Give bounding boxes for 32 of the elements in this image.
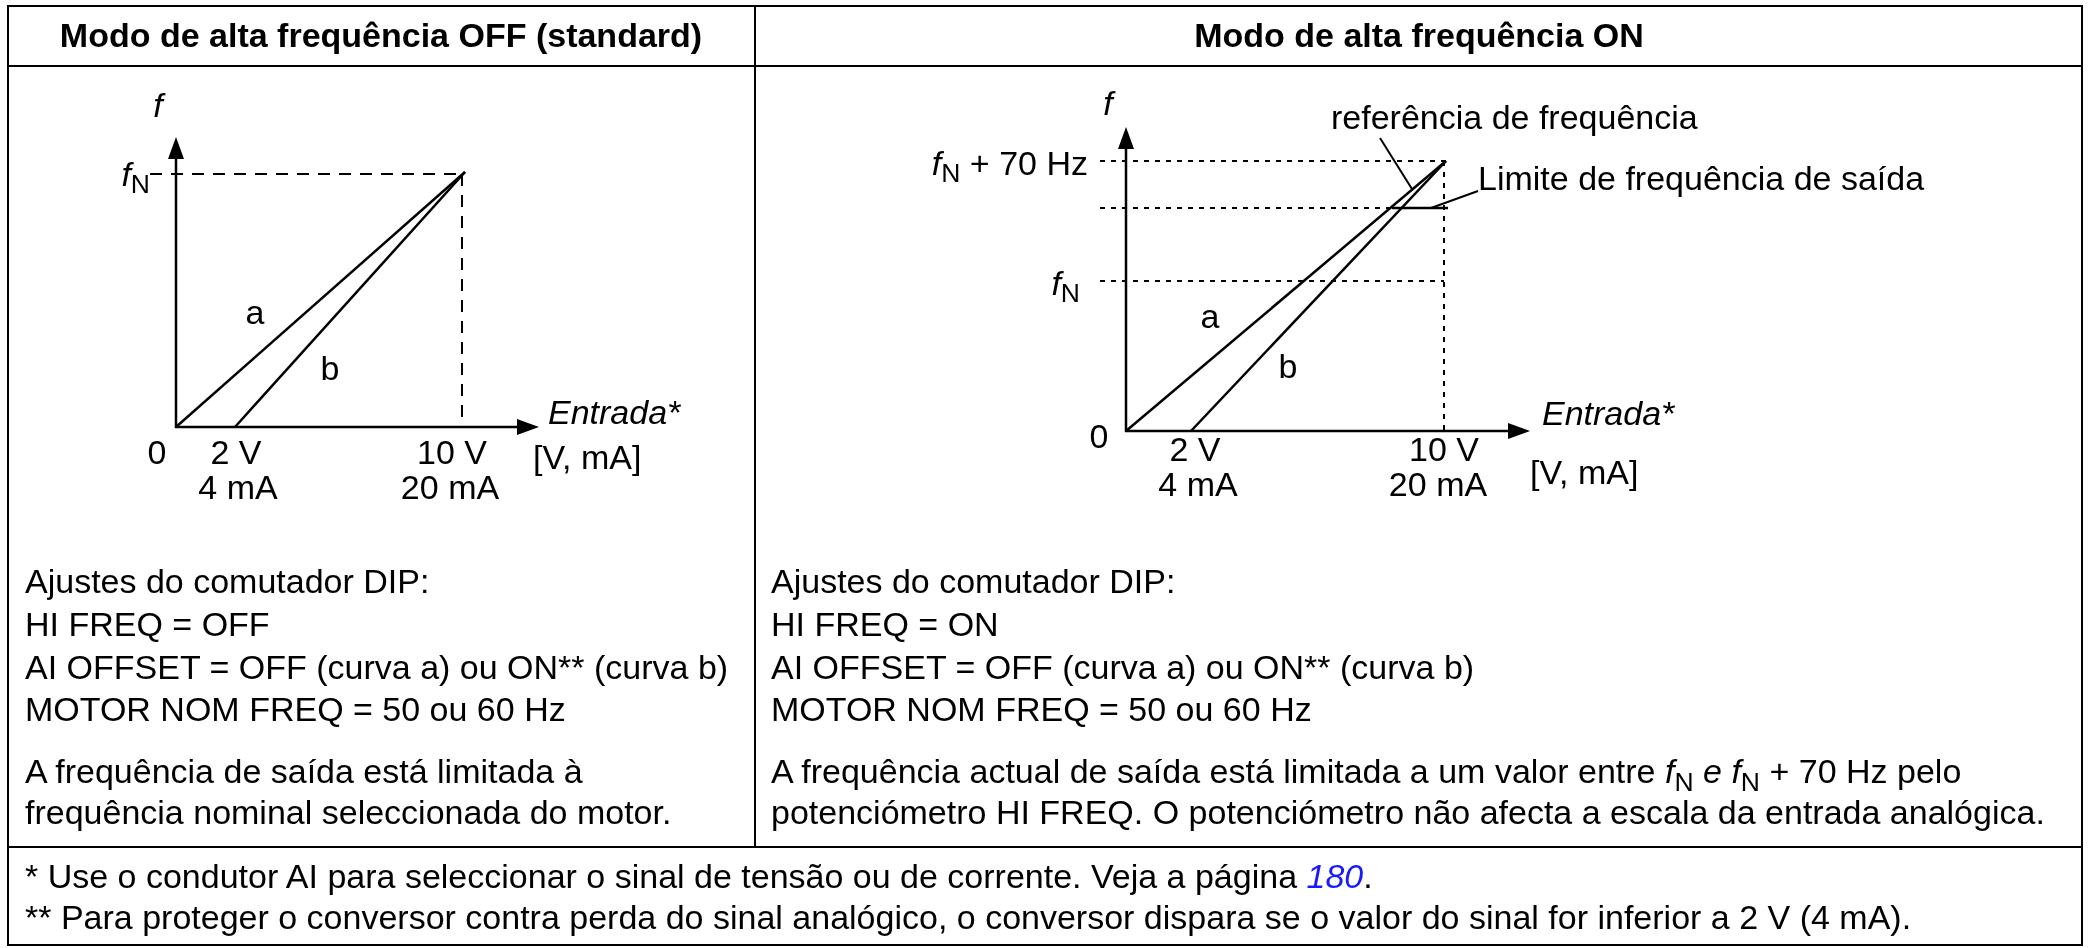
setting-text: HI FREQ = OFF: [25, 603, 270, 645]
setting-text: HI FREQ = ON: [771, 603, 999, 645]
curve-label: b: [320, 347, 340, 389]
note-text: A frequência de saída está limitada à frequência nominal seleccionada do motor.: [25, 751, 673, 833]
footnote-text: ** Para proteger o conversor contra perda do sinal analógico, o conversor dispara se o valor do sinal for inferior a 2 V (4 mA).: [25, 896, 1912, 938]
column-header: Modo de alta frequência ON: [1194, 14, 1644, 56]
tick-label: 0: [1089, 415, 1109, 457]
axis-label: [V, mA]: [1530, 451, 1639, 493]
axis-label: Entrada*: [548, 391, 681, 433]
setting-text: Ajustes do comutador DIP:: [771, 560, 1176, 602]
axis-label: f$_{N}$: [121, 153, 150, 195]
leader-line: [1430, 190, 1479, 209]
setting-text: AI OFFSET = OFF (curva a) ou ON** (curva b): [25, 646, 729, 688]
axis-label: f$_{N}$: [1051, 262, 1080, 304]
curve-label: a: [245, 291, 265, 333]
axis-label: [V, mA]: [533, 436, 642, 478]
column-header: Modo de alta frequência OFF (standard): [59, 14, 703, 56]
axis-label: f$_{N}$ + 70 Hz: [931, 142, 1088, 184]
callout-text: Limite de frequência de saída: [1478, 157, 1925, 199]
setting-text: Ajustes do comutador DIP:: [25, 560, 430, 602]
setting-text: MOTOR NOM FREQ = 50 ou 60 Hz: [771, 688, 1312, 730]
leader-line: [1379, 137, 1413, 190]
setting-text: MOTOR NOM FREQ = 50 ou 60 Hz: [25, 688, 566, 730]
callout-text: referência de frequência: [1331, 96, 1698, 138]
curve-label: b: [1278, 345, 1298, 387]
tick-label: 0: [147, 431, 167, 473]
page-link: 180: [1306, 856, 1364, 895]
setting-text: AI OFFSET = OFF (curva a) ou ON** (curva b): [771, 646, 1475, 688]
note-text: A frequência actual de saída está limitada a um valor entre f$_{N}$ e f$_{N}$ + 70 Hz pelo potenciómetro HI FREQ. O potenciómetro não afecta a escala da entrada analógica.: [771, 751, 2046, 833]
curve-label: a: [1200, 295, 1220, 337]
footnote-text: * Use o condutor AI para seleccionar o sinal de tensão ou de corrente. Veja a página 180.: [25, 855, 1373, 897]
axis-label: Entrada*: [1542, 392, 1675, 434]
